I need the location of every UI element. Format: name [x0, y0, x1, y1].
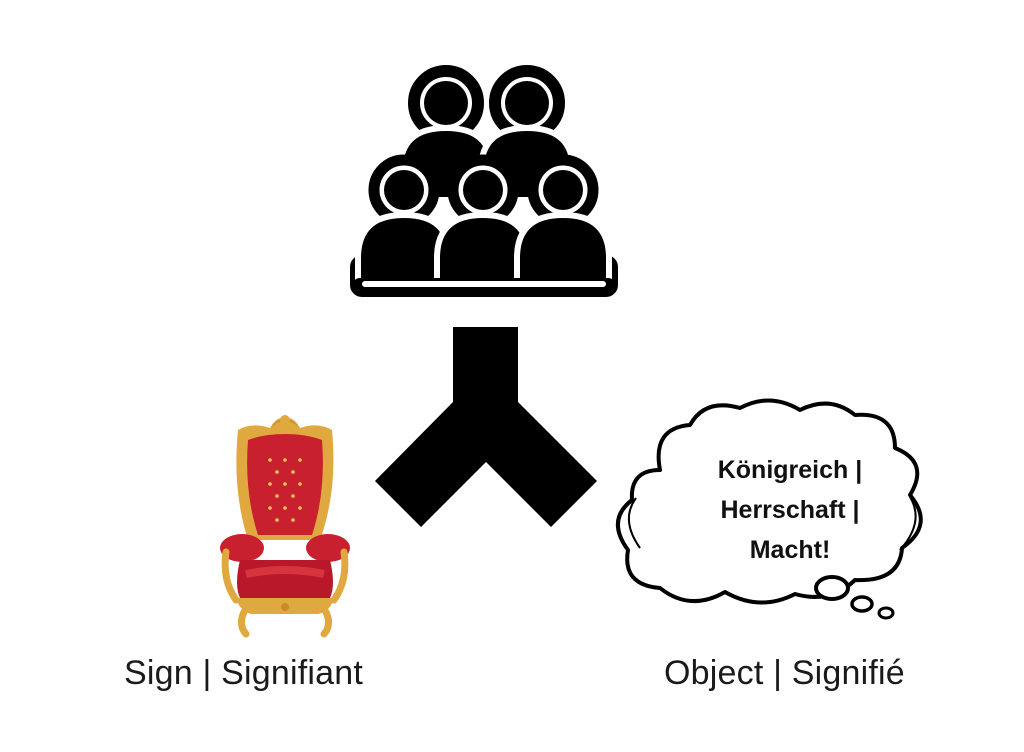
- sign-label: Sign | Signifiant: [124, 654, 364, 692]
- thought-line-2: Herrschaft |: [720, 496, 860, 524]
- thought-bubble-text: Königreich | Herrschaft | Macht!: [680, 450, 900, 570]
- thought-line-1: Königreich |: [717, 456, 863, 484]
- object-label: Object | Signifié: [664, 654, 905, 692]
- thought-line-3: Macht!: [749, 536, 831, 564]
